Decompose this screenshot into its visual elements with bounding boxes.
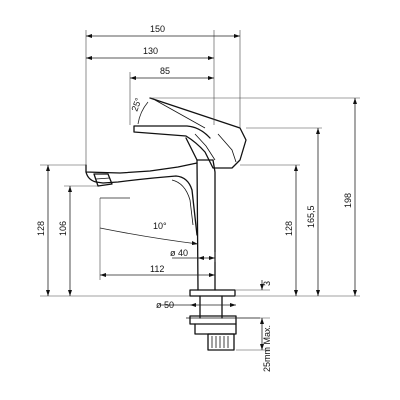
dim-arc-10 — [99, 227, 199, 245]
shank-bottom — [207, 333, 235, 351]
dim-label-128-right: 128 — [284, 221, 294, 236]
dim-label-25mm-max: 25mm Max. — [262, 325, 272, 372]
dim-label-165-5: 165,5 — [306, 205, 316, 228]
dim-label-198: 198 — [343, 193, 353, 208]
faucet-outline — [85, 97, 260, 351]
dim-label-150: 150 — [150, 24, 165, 34]
body-neck — [185, 137, 214, 161]
arrowheads — [46, 34, 357, 350]
dim-label-85: 85 — [160, 66, 170, 76]
dim-label-128-left: 128 — [36, 221, 46, 236]
extension-lines — [40, 30, 360, 351]
dim-label-3: 3 — [262, 281, 272, 286]
spout-inner-curve — [171, 179, 194, 226]
dim-label-d40: ø 40 — [170, 248, 188, 258]
dim-label-106: 106 — [58, 221, 68, 236]
dim-label-112: 112 — [150, 264, 164, 274]
dimension-lines — [47, 35, 356, 350]
mounting-nut — [194, 323, 237, 335]
dim-label-d50: ø 50 — [156, 300, 174, 310]
base-flange — [189, 289, 236, 297]
handle-detail-1 — [154, 99, 206, 129]
mounting-shank — [199, 295, 223, 319]
dim-label-130: 130 — [143, 46, 158, 56]
handle-detail-3 — [217, 133, 237, 163]
body-right-edge — [212, 159, 216, 291]
handle-lever — [133, 97, 247, 169]
dim-arc-25 — [137, 101, 149, 125]
dim-label-10deg: 10° — [153, 221, 167, 231]
aerator-line — [95, 177, 111, 180]
aerator — [93, 173, 113, 187]
spout-bottom — [85, 171, 198, 236]
body-left-edge — [196, 159, 199, 291]
spout-top — [85, 162, 198, 174]
dim-label-25deg: 25° — [129, 96, 143, 113]
mounting-washer — [189, 315, 237, 325]
handle-detail-2 — [194, 133, 216, 161]
